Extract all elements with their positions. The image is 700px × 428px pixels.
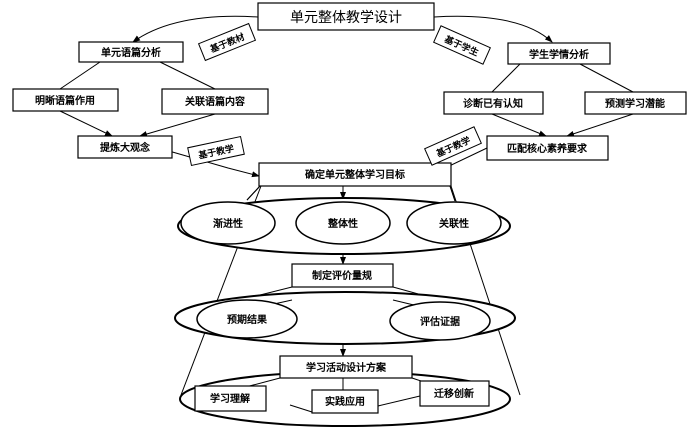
activity-item-box-3	[419, 380, 490, 407]
activity-box	[279, 355, 413, 379]
evaluation-box	[291, 263, 394, 288]
arrow-concept-goal	[154, 146, 260, 178]
property-ellipse-1	[180, 201, 276, 245]
property-ellipse-3	[406, 201, 502, 245]
curve-to-right-analysis	[433, 15, 553, 43]
activity-item-box-2	[311, 389, 379, 414]
right-item-a-label: 诊断已有认知	[463, 97, 523, 110]
property-label-1: 渐进性	[213, 217, 243, 230]
left-item-a-box	[12, 88, 119, 112]
goal-box	[258, 162, 452, 187]
evaluation-ellipse-2	[389, 301, 491, 341]
evaluation-item-1: 预期结果	[227, 313, 268, 326]
property-label-2: 整体性	[327, 217, 358, 230]
property-label-3: 关联性	[439, 217, 469, 230]
left-item-a-label: 明晰语篇作用	[35, 94, 95, 107]
arrow-right-b-match	[566, 113, 634, 137]
concept-label: 提炼大观念	[100, 141, 150, 154]
arrow-left-b-concept	[139, 113, 216, 137]
concept-box	[77, 135, 173, 159]
line-right-a	[491, 63, 521, 93]
title-box	[257, 2, 435, 31]
arrow-right-a-match	[491, 113, 547, 137]
curve-to-left-analysis	[132, 15, 259, 43]
diagram-title: 单元整体教学设计	[290, 10, 402, 26]
match-box	[486, 135, 609, 161]
goal-label: 确定单元整体学习目标	[305, 168, 405, 181]
property-ellipse-2	[295, 201, 391, 245]
link-goal-p1-top	[246, 185, 261, 201]
left-analysis-box	[78, 41, 184, 63]
right-item-b-box	[584, 91, 687, 115]
evaluation-ellipse-1	[196, 299, 298, 339]
activity-label: 学习活动设计方案	[306, 361, 387, 374]
line-left-b	[159, 61, 216, 90]
right-item-a-box	[443, 91, 544, 115]
tag-teach-right: 基于教学	[424, 126, 482, 166]
link-act-bl-inner	[289, 404, 313, 413]
left-analysis-label: 单元语篇分析	[101, 46, 161, 59]
arrow-left-a-concept	[59, 110, 113, 137]
activity-item-box-1	[194, 385, 267, 412]
evaluation-item-2: 评估证据	[420, 315, 460, 328]
left-item-b-label: 关联语篇内容	[185, 95, 245, 108]
evaluation-label: 制定评价量规	[312, 269, 372, 282]
activity-item-2: 实践应用	[325, 395, 365, 408]
match-label: 匹配核心素养要求	[507, 142, 588, 155]
right-analysis-box	[507, 42, 611, 65]
left-item-b-box	[161, 88, 269, 115]
link-goal-p3-top	[449, 185, 456, 202]
tag-student: 基于学生	[433, 25, 491, 65]
activity-item-3: 迁移创新	[434, 387, 474, 400]
tag-material: 基于教材	[197, 22, 257, 62]
right-item-b-label: 预测学习潜能	[605, 97, 665, 110]
line-left-a	[59, 61, 101, 90]
activity-item-1: 学习理解	[210, 392, 250, 405]
line-right-b	[579, 63, 634, 93]
tag-teach-left: 基于教学	[187, 135, 245, 167]
right-analysis-label: 学生学情分析	[529, 48, 589, 61]
link-act-br-inner	[377, 395, 421, 407]
